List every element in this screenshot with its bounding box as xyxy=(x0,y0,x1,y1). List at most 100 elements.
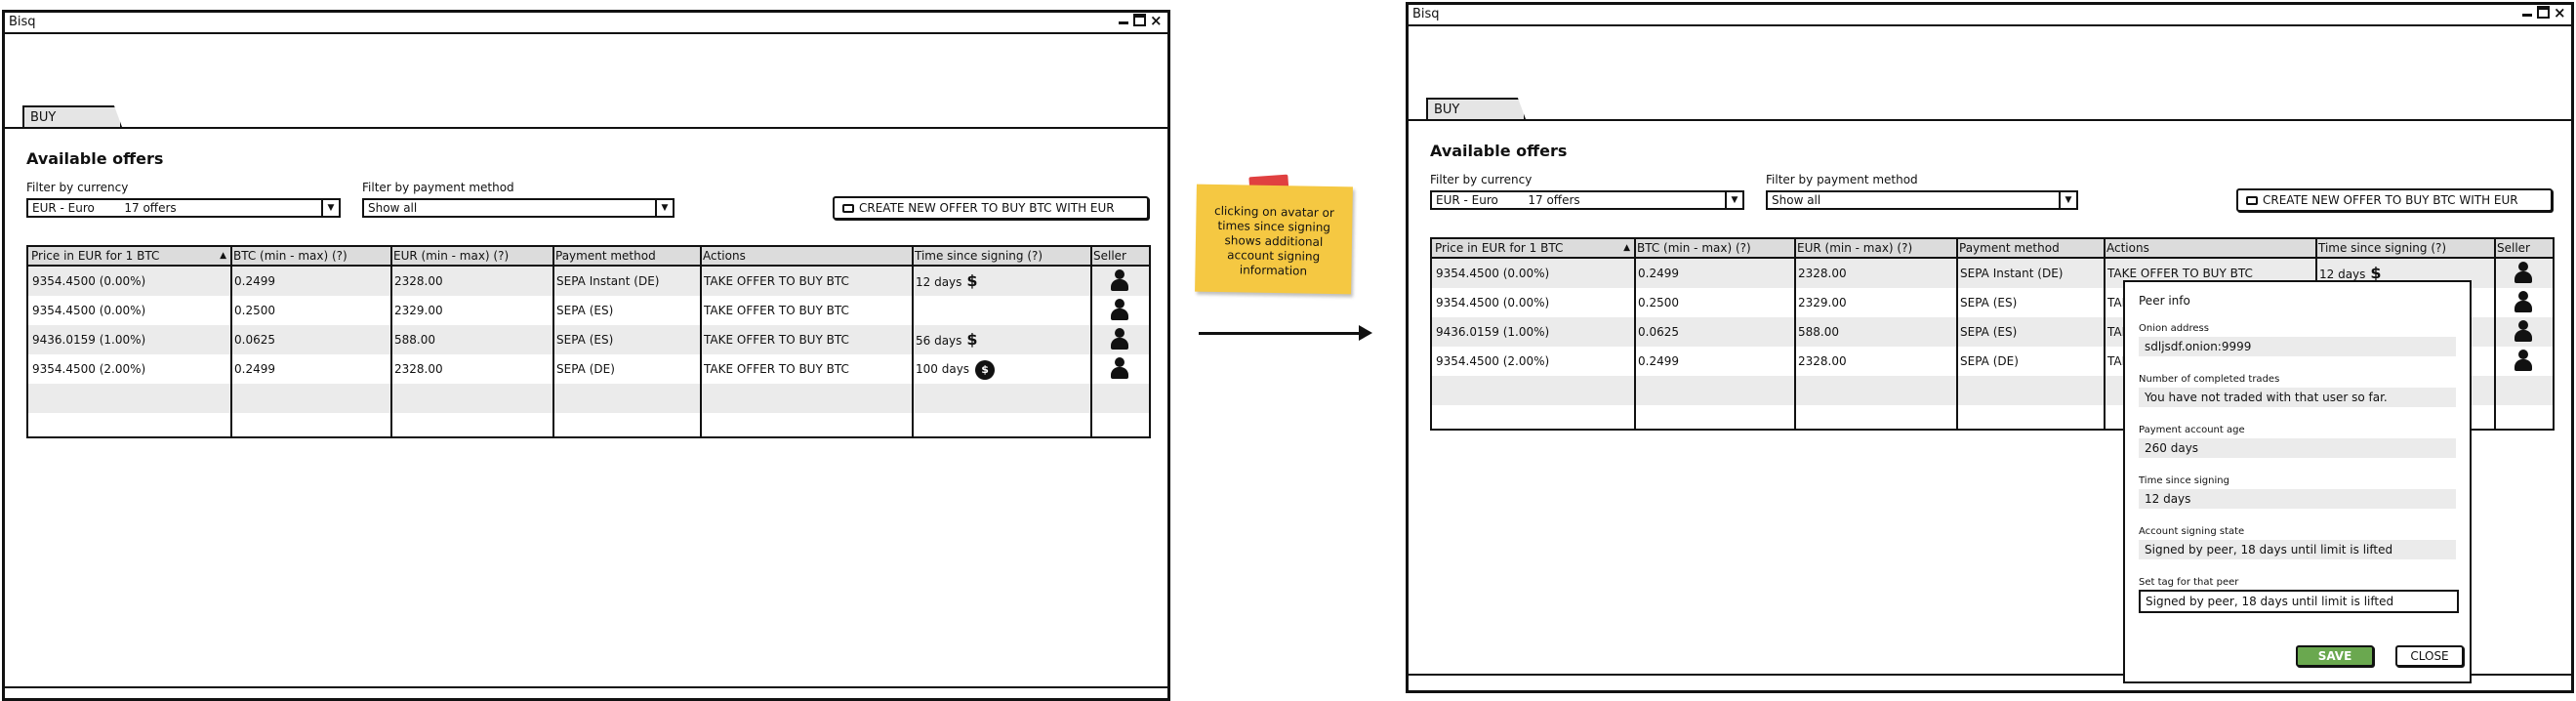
cell-eur: 2329.00 xyxy=(394,304,443,317)
create-offer-button[interactable]: CREATE NEW OFFER TO BUY BTC WITH EUR xyxy=(2236,188,2553,212)
signing-time-cell[interactable]: 12 days$ xyxy=(2319,264,2382,282)
cell-method: SEPA Instant (DE) xyxy=(556,274,660,288)
take-offer-link[interactable]: TAKE OFFER TO BUY BTC xyxy=(704,333,849,347)
column-divider xyxy=(552,247,554,436)
cell-btc: 0.2500 xyxy=(1638,296,1679,309)
column-header-eur[interactable]: EUR (min - max) (?) xyxy=(1797,241,1913,255)
cell-eur: 588.00 xyxy=(1798,325,1839,339)
column-header-payment[interactable]: Payment method xyxy=(1959,241,2060,255)
window-title: Bisq xyxy=(1412,7,1440,21)
close-icon[interactable]: × xyxy=(1150,11,1163,29)
take-offer-link[interactable]: TAKE OFFER TO BUY BTC xyxy=(704,362,849,376)
minimize-icon[interactable] xyxy=(2521,7,2533,19)
maximize-icon[interactable] xyxy=(1133,14,1146,26)
title-bar: Bisq × xyxy=(5,13,1167,34)
cell-method: SEPA (ES) xyxy=(1960,325,2018,339)
column-header-price[interactable]: Price in EUR for 1 BTC▲ xyxy=(31,249,226,263)
arrow-head-icon xyxy=(1359,325,1372,341)
currency-select[interactable]: EUR - Euro 17 offers ▼ xyxy=(26,198,341,218)
signing-time-cell[interactable]: 56 days$ xyxy=(916,330,978,349)
column-header-actions[interactable]: Actions xyxy=(2106,241,2149,255)
cell-eur: 588.00 xyxy=(394,333,435,347)
take-offer-link[interactable]: TAKE OFFER TO BUY BTC xyxy=(2107,267,2253,280)
column-divider xyxy=(390,247,392,436)
column-header-payment[interactable]: Payment method xyxy=(555,249,656,263)
close-icon[interactable]: × xyxy=(2554,3,2566,21)
tab-buy-bitcoin[interactable]: BUY BITCOIN xyxy=(1426,98,1526,119)
tab-buy-bitcoin[interactable]: BUY BITCOIN xyxy=(22,105,122,127)
avatar[interactable] xyxy=(1110,299,1129,322)
currency-select-value: EUR - Euro 17 offers xyxy=(32,201,177,215)
onion-address-label: Onion address xyxy=(2139,323,2209,334)
inbox-icon xyxy=(2246,196,2258,205)
table-row[interactable]: 9354.4500 (2.00%) 0.2499 2328.00 SEPA (D… xyxy=(28,354,1149,384)
take-offer-link[interactable]: TAKE OFFER TO BUY BTC xyxy=(704,304,849,317)
column-header-signing[interactable]: Time since signing (?) xyxy=(915,249,1043,263)
table-row-empty xyxy=(28,384,1149,413)
table-row[interactable]: 9354.4500 (0.00%) 0.2499 2328.00 SEPA In… xyxy=(28,267,1149,296)
chevron-down-icon[interactable]: ▼ xyxy=(1725,192,1742,208)
cell-method: SEPA (ES) xyxy=(1960,296,2018,309)
inbox-icon xyxy=(842,204,854,213)
cell-method: SEPA (DE) xyxy=(1960,354,2019,368)
payment-select[interactable]: Show all ▼ xyxy=(362,198,675,218)
close-button[interactable]: CLOSE xyxy=(2395,645,2464,667)
take-offer-link[interactable]: TAKE OFFER TO BUY BTC xyxy=(704,274,849,288)
avatar[interactable] xyxy=(2514,320,2533,344)
signing-time-label: Time since signing xyxy=(2139,475,2229,486)
column-header-btc[interactable]: BTC (min - max) (?) xyxy=(233,249,348,263)
signing-time-value: 12 days xyxy=(2139,489,2456,509)
cell-btc: 0.0625 xyxy=(1638,325,1679,339)
table-row[interactable]: 9354.4500 (2.00%) 0.2499 2328.00 SEPA (D… xyxy=(1432,347,2553,376)
signing-time-cell[interactable]: 12 days$ xyxy=(916,271,978,290)
cell-eur: 2328.00 xyxy=(1798,267,1847,280)
dollar-icon: $ xyxy=(966,271,978,290)
account-age-value: 260 days xyxy=(2139,438,2456,458)
sort-up-icon: ▲ xyxy=(1623,243,1630,253)
cell-price: 9354.4500 (2.00%) xyxy=(1436,354,1550,368)
create-offer-button[interactable]: CREATE NEW OFFER TO BUY BTC WITH EUR xyxy=(833,196,1149,220)
table-row[interactable]: 9354.4500 (0.00%) 0.2500 2329.00 SEPA (E… xyxy=(28,296,1149,325)
maximize-icon[interactable] xyxy=(2537,6,2550,19)
cell-method: SEPA (ES) xyxy=(556,333,614,347)
avatar[interactable] xyxy=(1110,357,1129,381)
avatar[interactable] xyxy=(2514,262,2533,285)
tab-divider xyxy=(5,127,1167,129)
column-divider xyxy=(912,247,914,436)
account-age-label: Payment account age xyxy=(2139,425,2245,435)
column-header-seller[interactable]: Seller xyxy=(1093,249,1126,263)
completed-trades-label: Number of completed trades xyxy=(2139,374,2280,385)
currency-select-value: EUR - Euro 17 offers xyxy=(1436,193,1580,207)
column-header-btc[interactable]: BTC (min - max) (?) xyxy=(1637,241,1751,255)
onion-address-value: sdljsdf.onion:9999 xyxy=(2139,337,2456,356)
dollar-badge-icon: $ xyxy=(975,359,996,380)
table-header: Price in EUR for 1 BTC▲ BTC (min - max) … xyxy=(28,247,1149,267)
signing-time-cell[interactable]: 100 days$ xyxy=(912,354,1090,384)
save-button[interactable]: SAVE xyxy=(2296,645,2374,667)
avatar[interactable] xyxy=(1110,269,1129,293)
column-header-actions[interactable]: Actions xyxy=(703,249,746,263)
minimize-icon[interactable] xyxy=(1118,15,1129,26)
column-header-eur[interactable]: EUR (min - max) (?) xyxy=(393,249,510,263)
cell-method: SEPA (DE) xyxy=(556,362,615,376)
column-header-price[interactable]: Price in EUR for 1 BTC▲ xyxy=(1435,241,1630,255)
avatar[interactable] xyxy=(1110,328,1129,351)
payment-select[interactable]: Show all ▼ xyxy=(1766,190,2078,210)
chevron-down-icon[interactable]: ▼ xyxy=(2059,192,2076,208)
chevron-down-icon[interactable]: ▼ xyxy=(321,200,339,216)
column-header-seller[interactable]: Seller xyxy=(2497,241,2530,255)
currency-select[interactable]: EUR - Euro 17 offers ▼ xyxy=(1430,190,1744,210)
table-row[interactable]: 9436.0159 (1.00%) 0.0625 588.00 SEPA (ES… xyxy=(28,325,1149,354)
column-divider xyxy=(1090,247,1092,436)
cell-price: 9354.4500 (0.00%) xyxy=(32,304,146,317)
peer-tag-input[interactable]: Signed by peer, 18 days until limit is l… xyxy=(2139,590,2459,613)
signing-time-cell[interactable] xyxy=(912,296,1090,325)
table-row[interactable]: 9354.4500 (0.00%) 0.2500 2329.00 SEPA (E… xyxy=(1432,288,2553,317)
avatar[interactable] xyxy=(2514,350,2533,373)
table-header: Price in EUR for 1 BTC▲ BTC (min - max) … xyxy=(1432,239,2553,259)
column-header-signing[interactable]: Time since signing (?) xyxy=(2318,241,2447,255)
chevron-down-icon[interactable]: ▼ xyxy=(655,200,673,216)
avatar[interactable] xyxy=(2514,291,2533,314)
cell-btc: 0.2499 xyxy=(1638,354,1679,368)
payment-select-value: Show all xyxy=(368,201,418,215)
